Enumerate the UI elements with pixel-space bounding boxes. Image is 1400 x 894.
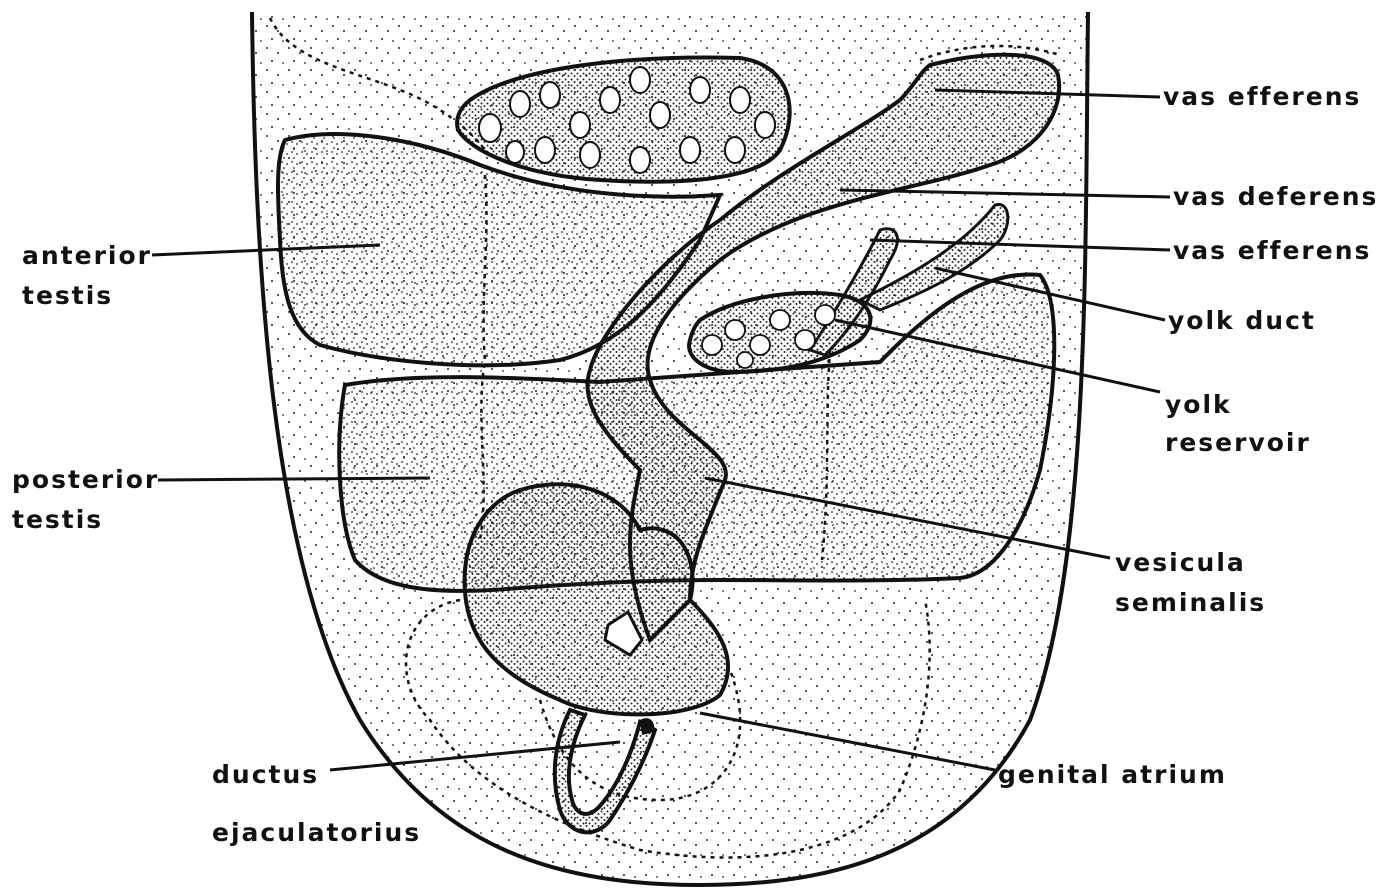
- label-yolk: yolk: [1165, 392, 1232, 417]
- label-reservoir: reservoir: [1165, 430, 1311, 455]
- label-ejaculatorius: ejaculatorius: [212, 820, 421, 845]
- label-posterior-testis: testis: [12, 507, 103, 532]
- leader-posterior-testis: [158, 478, 430, 480]
- label-vas-deferens: vas deferens: [1173, 184, 1378, 209]
- label-ductus: ductus: [212, 762, 319, 787]
- label-vas-efferens-upper: vas efferens: [1163, 84, 1361, 109]
- label-yolk-duct: yolk duct: [1168, 308, 1316, 333]
- label-genital-atrium: genital atrium: [998, 762, 1227, 787]
- label-seminalis: seminalis: [1115, 590, 1266, 615]
- label-vesicula: vesicula: [1115, 550, 1246, 575]
- label-posterior: posterior: [12, 467, 159, 492]
- label-anterior: anterior: [22, 243, 152, 268]
- label-vas-efferens-lower: vas efferens: [1173, 238, 1371, 263]
- label-anterior-testis: testis: [22, 283, 113, 308]
